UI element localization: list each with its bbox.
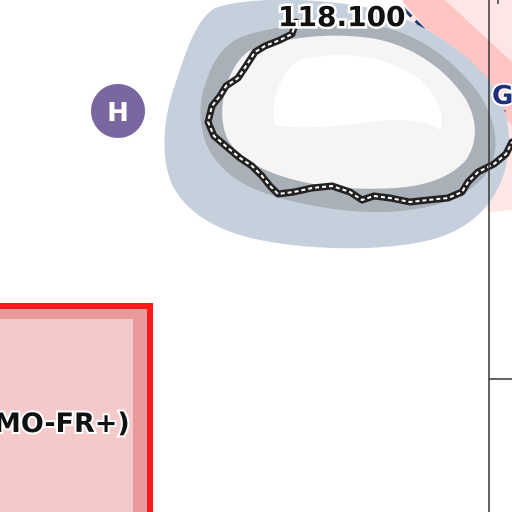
edge-label: G — [492, 81, 512, 111]
heliport-marker[interactable]: H — [91, 84, 145, 138]
chart-grid — [488, 0, 512, 512]
restricted-area-border — [0, 303, 153, 512]
heliport-symbol: H — [107, 98, 129, 128]
restricted-area[interactable]: MO-FR+) — [0, 303, 153, 512]
heliport-icon — [91, 84, 145, 138]
restricted-area-label: MO-FR+) — [0, 408, 130, 439]
frequency-label: 118.100 — [278, 0, 406, 33]
island-coastline-dash — [207, 21, 512, 203]
restricted-area-inner-band — [0, 305, 147, 512]
island-highlight — [273, 55, 442, 130]
